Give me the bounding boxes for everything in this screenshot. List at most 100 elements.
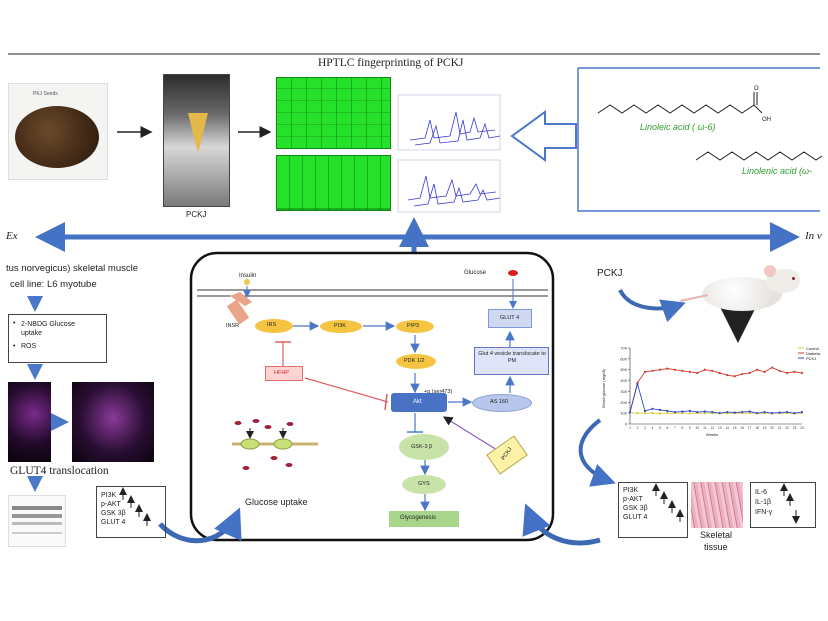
species-line: tus norvegicus) skeletal muscle xyxy=(6,263,138,274)
chart-point-control xyxy=(636,412,639,415)
chart-ytick-label: 600 xyxy=(620,356,627,361)
insulin-dot xyxy=(244,279,250,285)
chart-point-control xyxy=(748,412,751,415)
chart-point-pckj xyxy=(688,409,691,413)
chart-point-diabetic xyxy=(688,370,691,373)
chart-point-control xyxy=(658,412,662,415)
as160-label: AS 160 xyxy=(490,399,509,405)
right-protein-pakt: p-AKT xyxy=(623,496,643,503)
linolenic-label: Linolenic acid (ω- xyxy=(742,166,813,176)
insulin-label: Insulin xyxy=(239,273,257,279)
right-cut-text: In v xyxy=(805,230,822,242)
chart-xtick-label: 18 xyxy=(755,426,759,430)
chart-xtick-label: 12 xyxy=(710,426,714,430)
node-hfhp xyxy=(265,366,303,381)
linolenic-structure xyxy=(695,151,823,161)
extraction-photo xyxy=(163,74,230,207)
chart-xtick-label: 7 xyxy=(674,426,676,430)
chart-point-control xyxy=(643,412,647,415)
chart-series-diabetic xyxy=(629,367,803,413)
svg-text:OH: OH xyxy=(762,117,771,123)
hptlc-title: HPTLC fingerprinting of PCKJ xyxy=(318,57,464,69)
glycogenesis-label: Glycogenesis xyxy=(400,515,437,521)
chart-point-control xyxy=(681,412,684,415)
left-protein-pi3k: PI3K xyxy=(101,492,117,499)
assay-bullet-1: • xyxy=(13,320,16,327)
chart-point-pckj xyxy=(741,410,744,414)
hollow-left-arrow xyxy=(510,110,577,162)
cytokine-ifng: IFN-γ xyxy=(755,509,773,516)
node-pip3 xyxy=(396,320,434,333)
chart-point-pckj xyxy=(658,408,662,411)
cytokine-il6: IL-6 xyxy=(755,489,768,496)
chart-ytick-label: 300 xyxy=(620,389,627,394)
skeletal-caption-1: Skeletal xyxy=(700,530,733,540)
seed-pile xyxy=(15,106,99,168)
chart-point-pckj xyxy=(651,407,654,410)
chart-xtick-label: 11 xyxy=(703,426,707,430)
chart-xtick-label: 2 xyxy=(637,426,639,430)
funnel-liquid xyxy=(188,113,208,153)
left-cut-text: Ex xyxy=(6,230,18,242)
chart-xtick-label: 6 xyxy=(667,426,669,430)
chart-xtick-label: 21 xyxy=(778,426,782,430)
jar-label: PCKJ xyxy=(186,210,207,219)
chart-point-pckj xyxy=(718,412,721,415)
chart-xtick-label: 24 xyxy=(800,426,804,430)
chart-point-pckj xyxy=(748,410,751,413)
chart-xtick-label: 3 xyxy=(644,426,646,430)
chart-legend-control: Control xyxy=(806,346,819,351)
node-as160 xyxy=(472,394,532,412)
chart-xtick-label: 4 xyxy=(652,426,654,430)
chart-point-diabetic xyxy=(733,375,736,378)
chart-point-control xyxy=(666,412,669,415)
hptlc-plate-bottom xyxy=(276,155,391,211)
chart-point-diabetic xyxy=(785,371,789,375)
chart-point-pckj xyxy=(778,411,781,414)
chart-xtick-label: 1 xyxy=(629,426,631,430)
curve-arrow-pckj xyxy=(618,288,686,323)
glucose-dot xyxy=(508,270,518,276)
left-protein-gsk: GSK 3β xyxy=(101,510,126,517)
glucose-label: Glucose xyxy=(464,270,487,276)
compound-panel-border xyxy=(577,68,820,212)
chart-point-diabetic xyxy=(763,370,766,373)
linoleic-structure xyxy=(597,104,755,114)
node-pi3k xyxy=(320,320,362,333)
chart-ytick-label: 500 xyxy=(620,367,627,372)
chart-xtick-label: 19 xyxy=(763,426,767,430)
chart-point-diabetic xyxy=(673,368,676,371)
vesicle-label: Glut 4 vesicle translocate to PM xyxy=(478,351,546,364)
node-akt xyxy=(391,393,447,412)
chart-point-diabetic xyxy=(756,368,759,371)
chart-ylabel: Blood glucose (mg/dl) xyxy=(600,369,606,408)
chart-point-diabetic xyxy=(666,367,669,370)
right-protein-pi3k: PI3K xyxy=(623,487,639,494)
chart-point-diabetic xyxy=(643,370,647,373)
chart-point-pckj xyxy=(800,410,804,414)
chart-ytick-label: 0 xyxy=(625,422,628,427)
skeletal-caption-2: tissue xyxy=(704,542,728,552)
right-protein-gsk: GSK 3β xyxy=(623,505,648,512)
akt-label: Akt xyxy=(413,399,422,405)
chart-xtick-label: 23 xyxy=(793,426,797,430)
chart-point-pckj xyxy=(785,410,789,414)
chart-point-diabetic xyxy=(778,369,781,372)
chart-xtick-label: 16 xyxy=(740,426,744,430)
chart-xtick-label: 13 xyxy=(718,426,722,430)
chart-point-pckj xyxy=(666,409,669,413)
right-protein-glut4: GLUT 4 xyxy=(623,514,648,521)
chart-point-pckj xyxy=(628,411,632,414)
hfhp-label: HFHP xyxy=(274,370,289,376)
node-vesicle xyxy=(474,347,549,375)
chart-point-control xyxy=(688,412,691,415)
glut4-translocation-caption: GLUT4 translocation xyxy=(10,465,109,477)
seed-tag: PKJ Seeds xyxy=(33,91,58,97)
right-protein-box: PI3K p-AKT GSK 3β GLUT 4 xyxy=(618,482,688,538)
chart-point-pckj xyxy=(763,410,766,414)
chart-point-diabetic xyxy=(800,371,804,375)
chart-xtick-label: 14 xyxy=(725,426,729,430)
chart-point-diabetic xyxy=(651,369,654,372)
gys-label: GYS xyxy=(418,481,430,487)
chart-ytick-label: 700 xyxy=(620,346,627,351)
